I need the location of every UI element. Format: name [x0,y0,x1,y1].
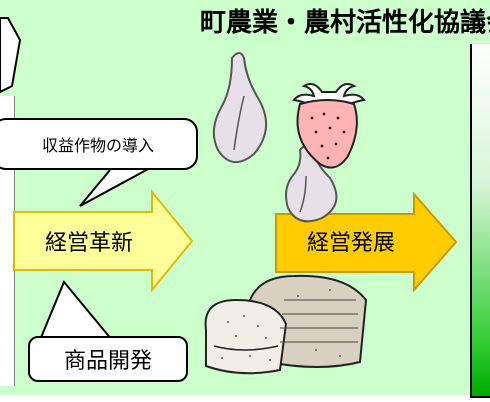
green-gradient-bar [470,44,490,398]
callout-tail [79,167,151,207]
top-left-bubble-fragment [0,17,22,94]
arrow-left-label: 経営革新 [44,231,133,256]
product-development-box: 商品開発 [28,336,188,382]
strawberry-icon [292,83,366,169]
slide-title: 町農業・農村活性化協議会 [200,8,490,38]
arrow-left-shape [13,189,194,293]
arrow-right-label: 経営発展 [306,231,395,256]
box-pointer [38,280,115,341]
callout-cash-crop: 収益作物の導入 [0,118,198,170]
bread-loaf-icon [204,274,368,375]
